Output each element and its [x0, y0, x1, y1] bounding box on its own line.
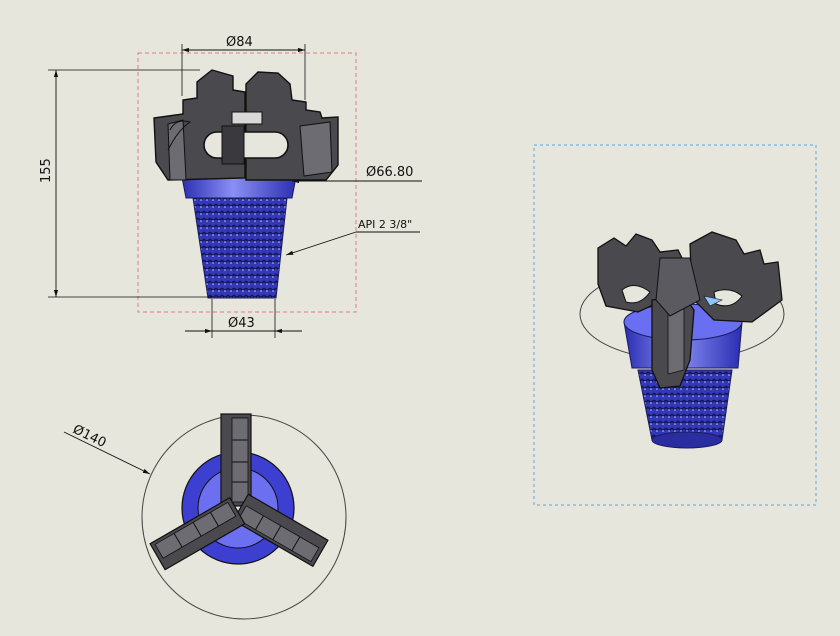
iso-blade-right	[689, 231, 783, 323]
dim-gauge-diameter: Ø140	[63, 422, 151, 475]
top-pin	[231, 111, 263, 125]
front-view-boundary	[137, 52, 357, 313]
dim-pin-diameter: Ø43	[185, 299, 302, 338]
iso-slot-left	[621, 285, 651, 304]
isometric-view-boundary	[533, 144, 817, 506]
dim-overall-height-text: 155	[39, 158, 54, 183]
front-view[interactable]: Ø84 155 Ø66.80 API 2 3/8" Ø43	[39, 35, 422, 338]
dim-body-diameter: Ø66.80	[292, 165, 422, 184]
left-blade-face	[167, 119, 187, 181]
dim-gauge-diameter-text: Ø140	[70, 422, 108, 451]
bottom-view[interactable]: Ø140	[63, 413, 347, 620]
dim-thread-spec-text: API 2 3/8"	[358, 218, 412, 231]
iso-slot-right	[713, 289, 743, 307]
iso-thread	[637, 369, 733, 441]
dim-body-diameter-text: Ø66.80	[366, 165, 413, 180]
blade-right	[232, 493, 329, 568]
center-slot	[203, 131, 289, 159]
iso-highlight	[703, 295, 723, 307]
blade-top	[220, 413, 252, 507]
isometric-view[interactable]	[533, 144, 817, 506]
dim-thread-spec: API 2 3/8"	[285, 218, 420, 256]
dim-top-diameter-text: Ø84	[226, 35, 253, 50]
blade-left	[149, 496, 246, 571]
thread-pin	[192, 197, 288, 299]
dim-overall-height: 155	[39, 69, 212, 298]
iso-thread-end	[651, 431, 723, 449]
dim-pin-diameter-text: Ø43	[228, 316, 255, 331]
iso-center-post	[655, 257, 701, 317]
center-insert	[221, 125, 245, 165]
right-blade-face	[299, 121, 333, 177]
blade-edge-detail	[167, 120, 192, 151]
